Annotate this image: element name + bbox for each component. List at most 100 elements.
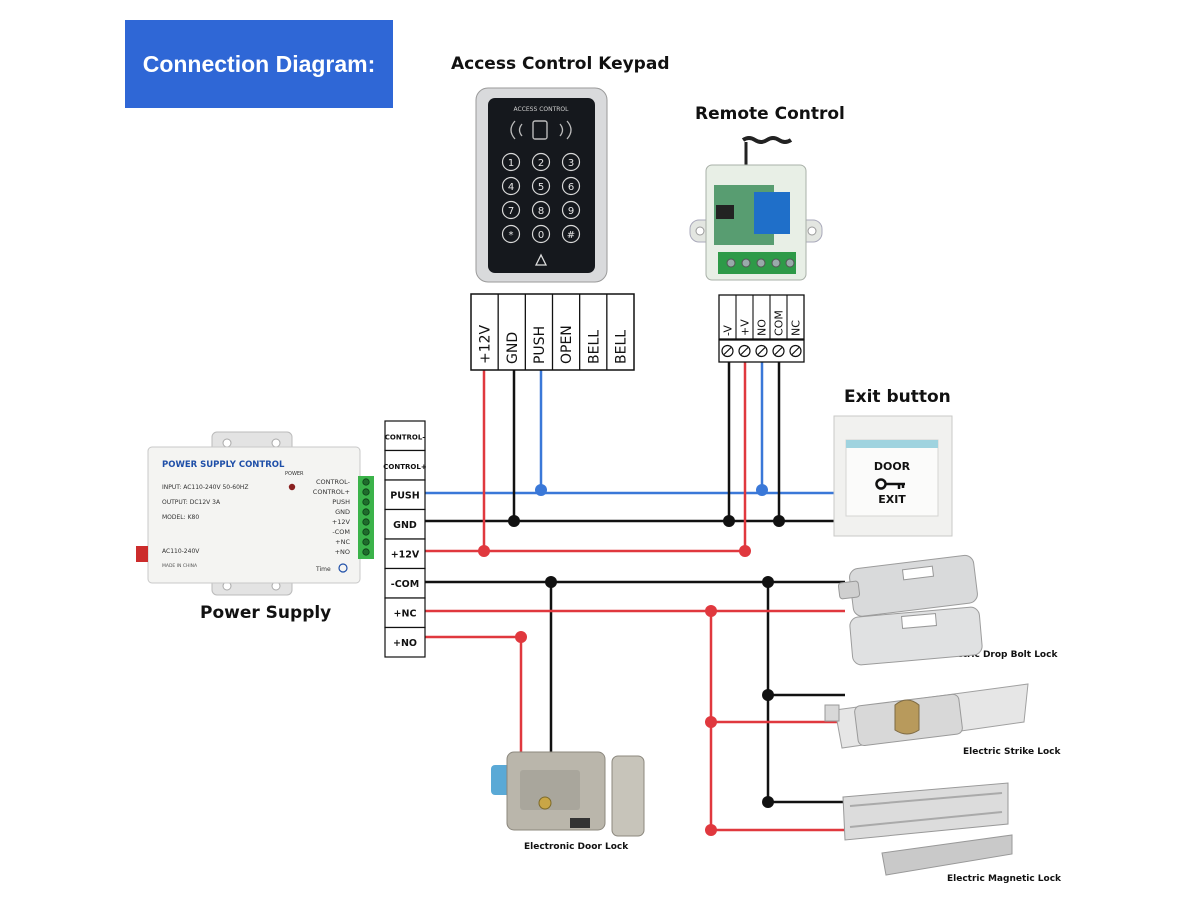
ps-terminal-label: GND	[335, 508, 350, 516]
ps-power-text: POWER	[285, 471, 304, 477]
ps-output: OUTPUT: DC12V 3A	[162, 499, 221, 506]
keypad-key	[531, 152, 551, 172]
screw-icon	[362, 528, 370, 536]
terminal-cell	[384, 538, 426, 570]
door-lock-label: Electronic Door Lock	[524, 842, 629, 852]
strike-label: Electric Strike Lock	[963, 747, 1061, 757]
time-adjust-icon	[338, 563, 348, 573]
terminal-cell-label: PUSH	[390, 490, 420, 501]
keypad-key-label: 6	[568, 182, 574, 193]
diagram-title: Connection Diagram:	[142, 50, 376, 77]
keypad-key	[561, 176, 581, 196]
ps-terminal-block	[358, 476, 374, 559]
ps-terminal-label: +NO	[335, 548, 350, 556]
keypad-terminal-label: +12V	[478, 324, 494, 364]
exit-button-exit-text: EXIT	[878, 493, 906, 506]
keypad-key-label: 3	[568, 158, 574, 169]
bell-icon	[534, 253, 548, 266]
exit-button-door-text: DOOR	[874, 460, 911, 473]
terminal-cell-label: CONTROL+	[383, 463, 427, 471]
keypad-key-label: 7	[508, 206, 514, 217]
junctions	[478, 484, 785, 836]
ps-made: MADE IN CHINA	[162, 563, 198, 569]
terminal-cell	[384, 567, 426, 599]
remote-label: Remote Control	[695, 104, 845, 124]
terminal-cell	[384, 420, 426, 452]
keypad-key-label: 8	[538, 206, 544, 217]
screw-icon	[362, 498, 370, 506]
keypad-key-label: 0	[538, 230, 544, 241]
remote-terminal-label: NO	[756, 319, 769, 336]
key-cylinder-icon	[538, 796, 552, 810]
screw-icon	[362, 548, 370, 556]
remote-terminal-label: COM	[773, 310, 786, 336]
keypad-terminal-label: BELL	[586, 330, 602, 364]
keypad-keys: 1 2 3 4 5 6 7 8 9 * 0 #	[501, 152, 581, 244]
terminal-cell	[384, 626, 426, 658]
ps-terminal-label: +NC	[335, 538, 350, 546]
rfid-card-icon	[532, 120, 548, 140]
keypad-key	[501, 176, 521, 196]
power-supply-label: Power Supply	[200, 603, 332, 623]
keypad-key-label: #	[567, 230, 575, 241]
keypad-key	[501, 224, 521, 244]
ps-terminal-label: -COM	[332, 528, 350, 536]
exit-button-label: Exit button	[844, 387, 951, 407]
power-led-icon	[288, 483, 296, 491]
keypad-key	[531, 200, 551, 220]
electric-drop-bolt-lock	[837, 554, 983, 666]
keypad-key-label: 4	[508, 182, 514, 193]
keypad-key	[561, 200, 581, 220]
electric-strike-lock	[824, 683, 1029, 749]
keypad-terminal-label: OPEN	[559, 325, 575, 364]
terminal-cell-label: CONTROL-	[385, 433, 426, 441]
keypad-terminal-label: GND	[505, 332, 521, 364]
keypad-key-label: 9	[568, 206, 574, 217]
power-supply-unit: POWER SUPPLY CONTROL POWER INPUT: AC110-…	[136, 431, 374, 596]
wire-no-door-lock	[425, 635, 523, 770]
remote-terminal-label: NC	[790, 320, 803, 336]
screw-icon	[362, 478, 370, 486]
ps-model: MODEL: K80	[162, 514, 199, 521]
keypad-terminal-strip: +12V GND PUSH OPEN BELL BELL	[470, 293, 635, 371]
power-cable-icon	[136, 546, 148, 562]
screw-icon	[362, 508, 370, 516]
ps-input: INPUT: AC110-240V 50-60HZ	[162, 484, 249, 491]
ps-terminal-label: CONTROL+	[313, 488, 350, 496]
ps-ac: AC110-240V	[162, 548, 200, 555]
terminal-cell-label: +NO	[393, 638, 417, 649]
keypad-terminal-label: PUSH	[532, 326, 548, 364]
keypad-label: Access Control Keypad	[451, 54, 670, 74]
keypad-key	[501, 152, 521, 172]
electric-magnetic-lock	[842, 782, 1013, 876]
ps-panel-title: POWER SUPPLY CONTROL	[162, 460, 285, 470]
wire-com-vertical	[766, 582, 845, 804]
terminal-cell	[384, 449, 426, 481]
keypad-key-label: 5	[538, 182, 544, 193]
antenna-icon	[741, 136, 793, 144]
keypad-key	[501, 200, 521, 220]
ps-terminal-label: PUSH	[332, 498, 350, 506]
electronic-door-lock	[491, 751, 645, 837]
terminal-cell-label: -COM	[391, 579, 419, 590]
keypad-key	[561, 224, 581, 244]
ps-time: Time	[315, 566, 331, 573]
remote-control-receiver	[689, 136, 823, 281]
keypad-key-label: 2	[538, 158, 544, 169]
keypad-key-label: 1	[508, 158, 514, 169]
keypad-terminal-label: BELL	[613, 330, 629, 364]
ps-terminal-label: +12V	[332, 518, 351, 526]
keypad-key	[531, 176, 551, 196]
key-icon	[875, 478, 905, 490]
screw-icon	[362, 518, 370, 526]
diagram-title-box: Connection Diagram:	[125, 20, 393, 108]
keypad-key	[561, 152, 581, 172]
keypad-key-label: *	[509, 230, 514, 241]
terminal-cell-label: +NC	[394, 608, 417, 619]
remote-terminal-label: +V	[739, 319, 752, 336]
